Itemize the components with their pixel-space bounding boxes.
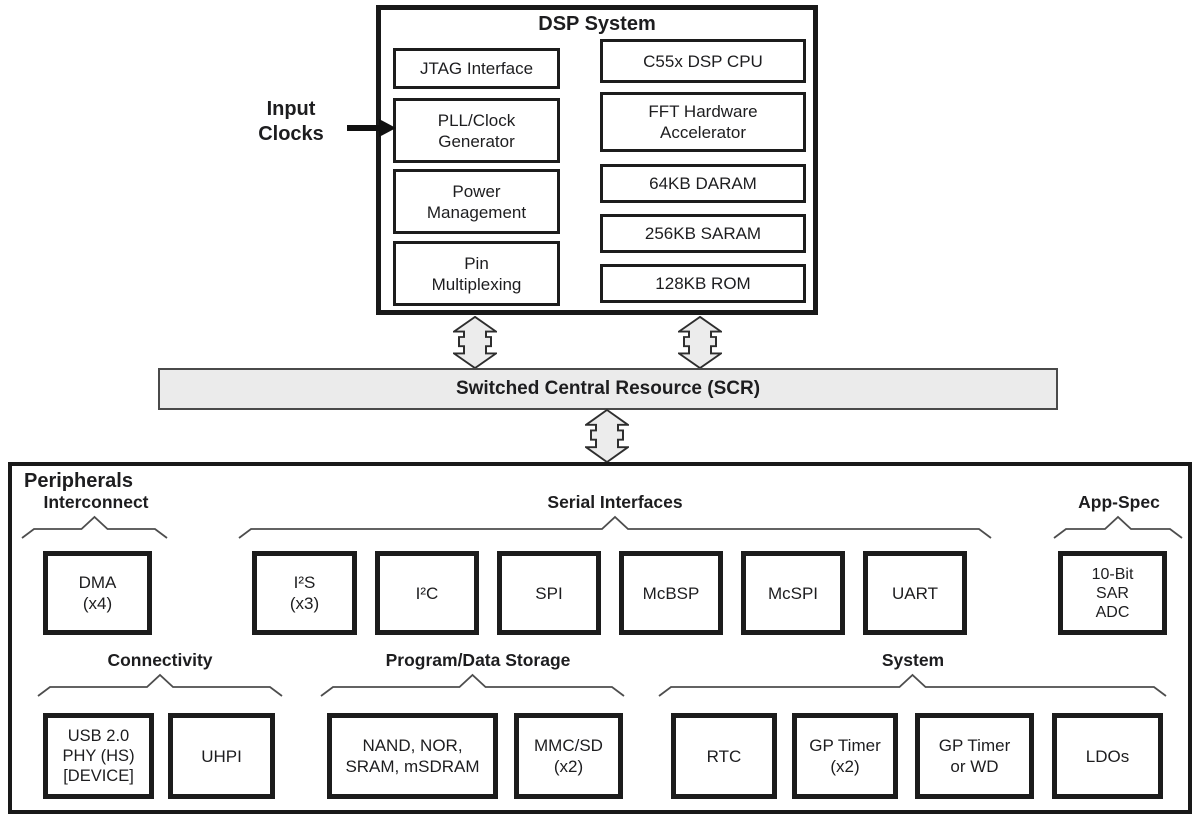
block-nand-nor-sram-msdram: NAND, NOR, SRAM, mSDRAM bbox=[327, 713, 498, 799]
group-label-app-spec: App-Spec bbox=[1078, 492, 1160, 512]
block-uart: UART bbox=[863, 551, 967, 635]
group-label-interconnect: Interconnect bbox=[43, 492, 149, 512]
input-clocks-arrow-icon bbox=[347, 119, 396, 137]
block-pll-clock-generator: PLL/Clock Generator bbox=[393, 98, 560, 163]
system-brace-icon bbox=[658, 673, 1167, 697]
app-spec-brace-icon bbox=[1053, 515, 1183, 539]
program-data-storage-brace-icon bbox=[320, 673, 625, 697]
block-gp-timer-or-wd: GP Timer or WD bbox=[915, 713, 1034, 799]
block-rtc: RTC bbox=[671, 713, 777, 799]
block-pin-multiplexing: Pin Multiplexing bbox=[393, 241, 560, 306]
block-c55x-dsp-cpu: C55x DSP CPU bbox=[600, 39, 806, 83]
block-64kb-daram: 64KB DARAM bbox=[600, 164, 806, 203]
group-label-serial-interfaces: Serial Interfaces bbox=[547, 492, 683, 512]
serial-interfaces-brace-icon bbox=[238, 515, 992, 539]
input-clocks-label: Input Clocks bbox=[258, 98, 324, 145]
block-jtag-interface: JTAG Interface bbox=[393, 48, 560, 89]
bidirectional-arrow-icon bbox=[453, 316, 497, 369]
block-spi: SPI bbox=[497, 551, 601, 635]
interconnect-brace-icon bbox=[21, 515, 168, 539]
scr-bar: Switched Central Resource (SCR) bbox=[158, 368, 1058, 410]
connectivity-brace-icon bbox=[37, 673, 283, 697]
group-label-connectivity: Connectivity bbox=[107, 650, 213, 670]
block-10bit-sar-adc: 10-Bit SAR ADC bbox=[1058, 551, 1167, 635]
block-uhpi: UHPI bbox=[168, 713, 275, 799]
block-i2c: I²C bbox=[375, 551, 479, 635]
peripherals-title: Peripherals bbox=[24, 470, 133, 492]
block-power-management: Power Management bbox=[393, 169, 560, 234]
block-dma: DMA (x4) bbox=[43, 551, 152, 635]
block-mcspi: McSPI bbox=[741, 551, 845, 635]
block-mmc-sd: MMC/SD (x2) bbox=[514, 713, 623, 799]
block-gp-timer-x2: GP Timer (x2) bbox=[792, 713, 898, 799]
group-label-system: System bbox=[881, 650, 945, 670]
bidirectional-arrow-icon bbox=[585, 409, 629, 463]
block-i2s: I²S (x3) bbox=[252, 551, 357, 635]
dsp-system-title: DSP System bbox=[538, 13, 656, 35]
block-usb-phy: USB 2.0 PHY (HS) [DEVICE] bbox=[43, 713, 154, 799]
block-fft-hardware-accelerator: FFT Hardware Accelerator bbox=[600, 92, 806, 152]
block-mcbsp: McBSP bbox=[619, 551, 723, 635]
bidirectional-arrow-icon bbox=[678, 316, 722, 369]
block-256kb-saram: 256KB SARAM bbox=[600, 214, 806, 253]
group-label-program-data-storage: Program/Data Storage bbox=[385, 650, 571, 670]
block-ldos: LDOs bbox=[1052, 713, 1163, 799]
block-128kb-rom: 128KB ROM bbox=[600, 264, 806, 303]
